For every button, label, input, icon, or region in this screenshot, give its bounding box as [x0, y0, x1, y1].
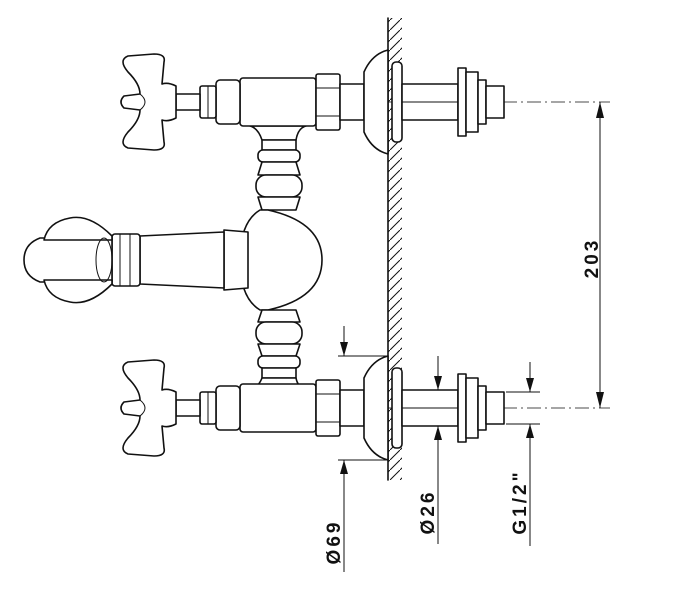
dimension-label-thread: G1/2" — [510, 469, 531, 534]
dimension-thread: G1/2" — [506, 362, 540, 546]
dimension-label-pipe-diameter: Ø26 — [418, 490, 439, 535]
dimension-pipe-diameter: Ø26 — [418, 356, 442, 544]
spout — [23, 216, 249, 304]
lower-valve — [120, 355, 505, 461]
mixer-column — [239, 125, 323, 391]
dimension-203: 203 — [582, 102, 604, 408]
centerlines — [335, 101, 610, 409]
dimension-label-cover-diameter: Ø69 — [324, 520, 345, 565]
upper-valve — [120, 49, 505, 155]
dimension-cover-diameter: Ø69 — [324, 326, 388, 572]
dimension-label-center-distance: 203 — [582, 238, 603, 279]
